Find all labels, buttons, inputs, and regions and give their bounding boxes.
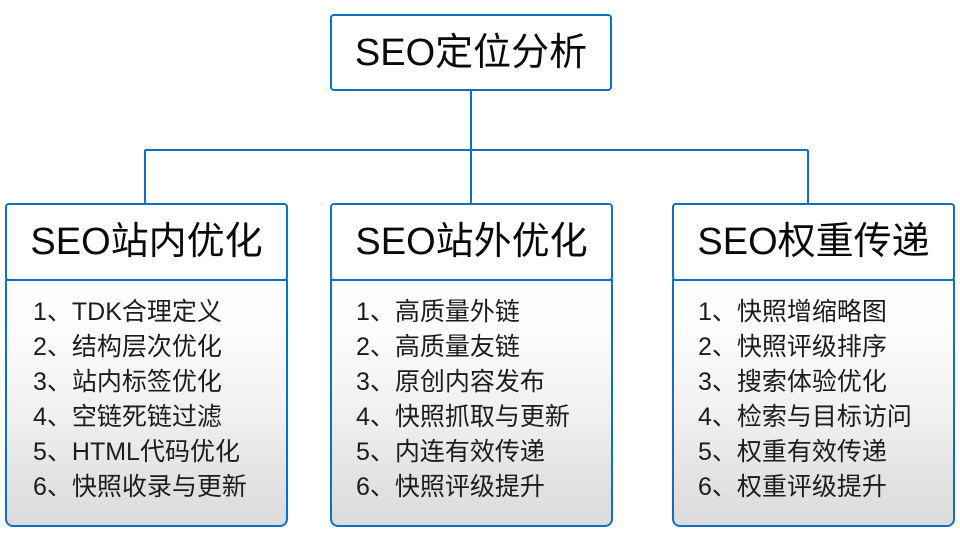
list-item: 2、结构层次优化 — [33, 333, 222, 361]
branch-item-list: 1、TDK合理定义 2、结构层次优化 3、站内标签优化 4、空链死链过滤 5、H… — [7, 295, 286, 505]
list-item: 4、快照抓取与更新 — [356, 403, 570, 431]
branch-column-seo-weight: SEO权重传递 1、快照增缩略图 2、快照评级排序 3、搜索体验优化 4、检索与… — [672, 203, 955, 527]
list-item: 3、原创内容发布 — [356, 368, 545, 396]
list-item: 5、内连有效传递 — [356, 438, 545, 466]
list-item: 6、快照收录与更新 — [33, 473, 247, 501]
branch-header-seo-offsite[interactable]: SEO站外优化 — [330, 203, 613, 281]
branch-header-label: SEO站内优化 — [30, 221, 263, 263]
list-item: 4、空链死链过滤 — [33, 403, 222, 431]
branch-header-seo-weight[interactable]: SEO权重传递 — [672, 203, 955, 281]
branch-header-label: SEO站外优化 — [355, 221, 588, 263]
branch-item-list: 1、高质量外链 2、高质量友链 3、原创内容发布 4、快照抓取与更新 5、内连有… — [332, 295, 611, 505]
list-item: 6、快照评级提升 — [356, 473, 545, 501]
list-item: 3、搜索体验优化 — [698, 368, 887, 396]
list-item: 1、快照增缩略图 — [698, 298, 887, 326]
list-item: 5、权重有效传递 — [698, 438, 887, 466]
list-item: 1、高质量外链 — [356, 298, 520, 326]
branch-list-seo-offsite: 1、高质量外链 2、高质量友链 3、原创内容发布 4、快照抓取与更新 5、内连有… — [330, 279, 613, 527]
root-node[interactable]: SEO定位分析 — [330, 14, 612, 91]
list-item: 3、站内标签优化 — [33, 368, 222, 396]
list-item: 4、检索与目标访问 — [698, 403, 912, 431]
branch-column-seo-onsite: SEO站内优化 1、TDK合理定义 2、结构层次优化 3、站内标签优化 4、空链… — [5, 203, 288, 527]
list-item: 2、快照评级排序 — [698, 333, 887, 361]
list-item: 1、TDK合理定义 — [33, 298, 222, 326]
branch-header-label: SEO权重传递 — [697, 221, 930, 263]
branch-list-seo-onsite: 1、TDK合理定义 2、结构层次优化 3、站内标签优化 4、空链死链过滤 5、H… — [5, 279, 288, 527]
branch-header-seo-onsite[interactable]: SEO站内优化 — [5, 203, 288, 281]
branch-item-list: 1、快照增缩略图 2、快照评级排序 3、搜索体验优化 4、检索与目标访问 5、权… — [674, 295, 953, 505]
list-item: 6、权重评级提升 — [698, 473, 887, 501]
branch-column-seo-offsite: SEO站外优化 1、高质量外链 2、高质量友链 3、原创内容发布 4、快照抓取与… — [330, 203, 613, 527]
list-item: 2、高质量友链 — [356, 333, 520, 361]
root-node-label: SEO定位分析 — [354, 31, 588, 74]
list-item: 5、HTML代码优化 — [33, 438, 240, 466]
branch-list-seo-weight: 1、快照增缩略图 2、快照评级排序 3、搜索体验优化 4、检索与目标访问 5、权… — [672, 279, 955, 527]
